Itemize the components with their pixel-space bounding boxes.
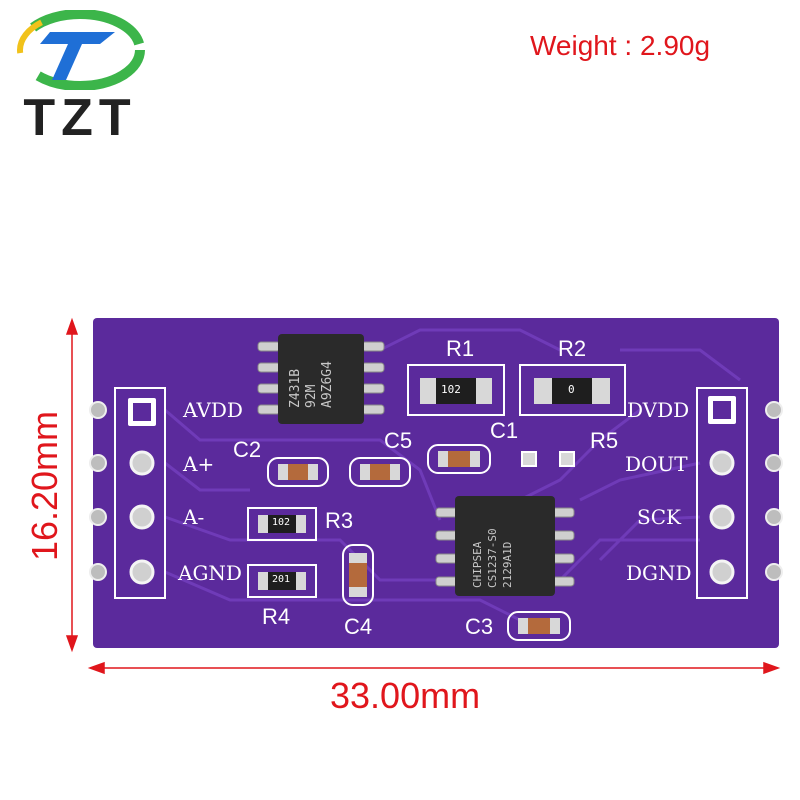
logo-text: TZT: [23, 89, 137, 147]
pin-label-dvdd: DVDD: [627, 398, 690, 422]
tzt-logo-icon: [15, 10, 145, 90]
chip1-line-3: A9Z6G4: [320, 361, 335, 408]
label-r1: R1: [446, 336, 475, 361]
pin-label-avdd: AVDD: [183, 398, 243, 422]
r4-code: 201: [272, 574, 291, 585]
pin-label-dgnd: DGND: [626, 561, 692, 585]
width-dimension: 33.00mm: [330, 675, 481, 716]
pin-label-agnd: AGND: [178, 561, 242, 585]
chip2-line-2: CS1237-S0: [486, 528, 499, 588]
label-c3: C3: [465, 614, 494, 639]
r3-code: 102: [272, 517, 291, 528]
r1-code: 102: [441, 383, 461, 396]
chip1-marking: Z431B 92M A9Z6G4: [288, 361, 336, 408]
chip1-line-2: 92M: [304, 384, 319, 408]
label-c4: C4: [344, 614, 373, 639]
label-r4: R4: [262, 604, 291, 629]
label-r2: R2: [558, 336, 587, 361]
chip2-line-3: 2129A1D: [501, 541, 514, 588]
label-c5: C5: [384, 428, 413, 453]
chip2-marking: CHIPSEA CS1237-S0 2129A1D: [470, 528, 515, 588]
chip2-line-1: CHIPSEA: [471, 541, 484, 588]
label-c2: C2: [233, 437, 262, 462]
pin-label-sck: SCK: [637, 505, 681, 529]
label-r3: R3: [325, 508, 354, 533]
height-dimension: 16.20mm: [24, 410, 65, 562]
label-c1: C1: [490, 418, 519, 443]
weight-label: Weight : 2.90g: [530, 30, 711, 61]
pin-label-a-minus: A-: [183, 505, 205, 529]
pin-label-a-plus: A+: [183, 452, 215, 476]
label-r5: R5: [590, 428, 619, 453]
pin-label-dout: DOUT: [625, 452, 688, 476]
chip1-line-1: Z431B: [288, 368, 303, 408]
r2-code: 0: [568, 383, 575, 396]
